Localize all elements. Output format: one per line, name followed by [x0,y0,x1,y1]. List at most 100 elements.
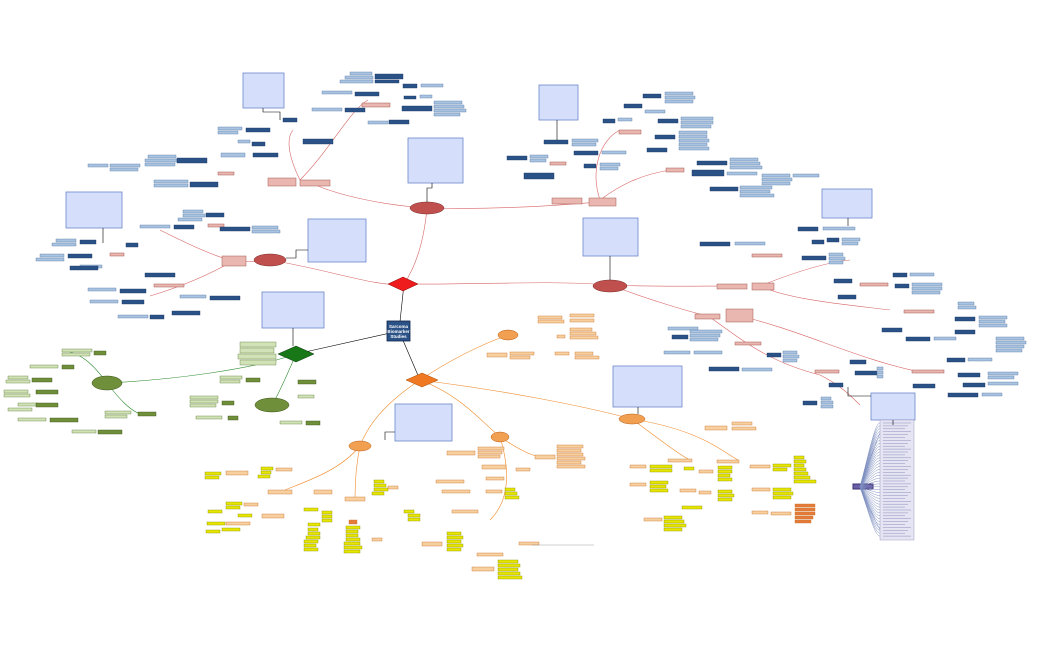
leaf-node[interactable] [239,347,275,354]
leaf-node[interactable] [171,310,201,316]
leaf-node[interactable] [17,402,39,407]
leaf-node[interactable] [903,309,935,314]
leaf-node[interactable] [909,272,935,277]
leaf-node[interactable] [104,414,128,419]
leaf-node[interactable] [574,351,594,356]
leaf-node[interactable] [321,510,333,515]
leaf-node[interactable] [772,463,792,468]
leaf-node[interactable] [794,515,814,520]
leaf-node[interactable] [987,381,1019,386]
leaf-node[interactable] [497,575,523,580]
leaf-node[interactable] [153,179,189,184]
leaf-node[interactable] [649,488,669,493]
leaf-node[interactable] [678,142,708,147]
leaf-node[interactable] [556,456,586,461]
leaf-node[interactable] [243,502,259,507]
leaf-node[interactable] [876,374,884,379]
red-topic-node[interactable] [253,253,287,267]
leaf-node[interactable] [680,120,714,125]
leaf-node[interactable] [435,479,465,484]
leaf-node[interactable] [794,511,816,516]
leaf-node[interactable] [217,130,239,135]
leaf-node[interactable] [217,171,235,176]
leaf-node[interactable] [221,527,241,532]
leaf-node[interactable] [227,415,239,421]
leaf-node[interactable] [311,107,343,112]
leaf-node[interactable] [729,165,763,170]
leaf-node[interactable] [739,193,775,198]
subtopic-node[interactable] [299,179,331,187]
leaf-node[interactable] [981,392,1003,397]
leaf-node[interactable] [678,130,708,135]
leaf-node[interactable] [681,505,703,510]
subtopic-node[interactable] [267,177,297,187]
leaf-node[interactable] [39,253,65,258]
leaf-node[interactable] [61,352,91,357]
leaf-node[interactable] [794,519,812,524]
leaf-node[interactable] [207,509,223,514]
leaf-node[interactable] [433,108,467,113]
leaf-node[interactable] [663,515,683,520]
leaf-node[interactable] [543,139,569,145]
leaf-node[interactable] [189,399,219,404]
leaf-node[interactable] [663,523,687,528]
leaf-node[interactable] [569,313,595,318]
subtopic-node[interactable] [588,197,617,207]
leaf-node[interactable] [374,73,404,80]
leaf-node[interactable] [189,403,217,408]
leaf-node[interactable] [716,459,740,464]
orange-hub-diamond[interactable] [405,372,439,388]
leaf-node[interactable] [109,252,125,257]
leaf-node[interactable] [671,334,689,340]
leaf-node[interactable] [497,567,519,572]
leaf-node[interactable] [345,533,359,538]
leaf-node[interactable] [822,226,856,231]
leaf-node[interactable] [782,358,798,363]
leaf-node[interactable] [433,100,463,105]
leaf-node[interactable] [345,529,359,534]
leaf-node[interactable] [89,299,119,304]
leaf-node[interactable] [476,552,504,557]
leaf-node[interactable] [749,464,771,469]
leaf-node[interactable] [297,379,317,385]
leaf-node[interactable] [644,109,666,114]
leaf-node[interactable] [683,466,695,471]
leaf-node[interactable] [569,318,595,323]
leaf-node[interactable] [894,283,910,289]
leaf-node[interactable] [61,348,93,353]
leaf-node[interactable] [420,83,444,88]
leaf-node[interactable] [87,163,109,168]
leaf-node[interactable] [205,529,221,534]
leaf-node[interactable] [717,493,735,498]
leaf-node[interactable] [173,224,195,230]
leaf-node[interactable] [204,471,222,476]
leaf-node[interactable] [344,496,366,502]
leaf-node[interactable] [387,485,399,490]
leaf-node[interactable] [708,366,740,372]
leaf-node[interactable] [61,364,75,370]
leaf-node[interactable] [176,157,208,164]
leaf-node[interactable] [345,537,361,542]
leaf-node[interactable] [957,372,981,378]
leaf-node[interactable] [245,127,271,133]
subtopic-node[interactable] [751,282,775,291]
leaf-node[interactable] [305,535,321,540]
leaf-node[interactable] [667,458,693,463]
leaf-node[interactable] [841,237,861,242]
leaf-node[interactable] [17,417,47,422]
leaf-node[interactable] [189,395,219,400]
leaf-node[interactable] [153,183,189,188]
leaf-node[interactable] [820,404,834,409]
leaf-node[interactable] [303,543,317,548]
leaf-node[interactable] [794,503,816,508]
leaf-node[interactable] [509,351,535,356]
leaf-node[interactable] [125,242,139,248]
leaf-node[interactable] [761,177,793,182]
leaf-node[interactable] [717,473,731,478]
leaf-node[interactable] [793,479,817,484]
leaf-node[interactable] [911,369,945,374]
leaf-node[interactable] [205,212,225,218]
leaf-node[interactable] [303,507,319,512]
leaf-node[interactable] [617,117,633,122]
leaf-node[interactable] [403,509,415,514]
